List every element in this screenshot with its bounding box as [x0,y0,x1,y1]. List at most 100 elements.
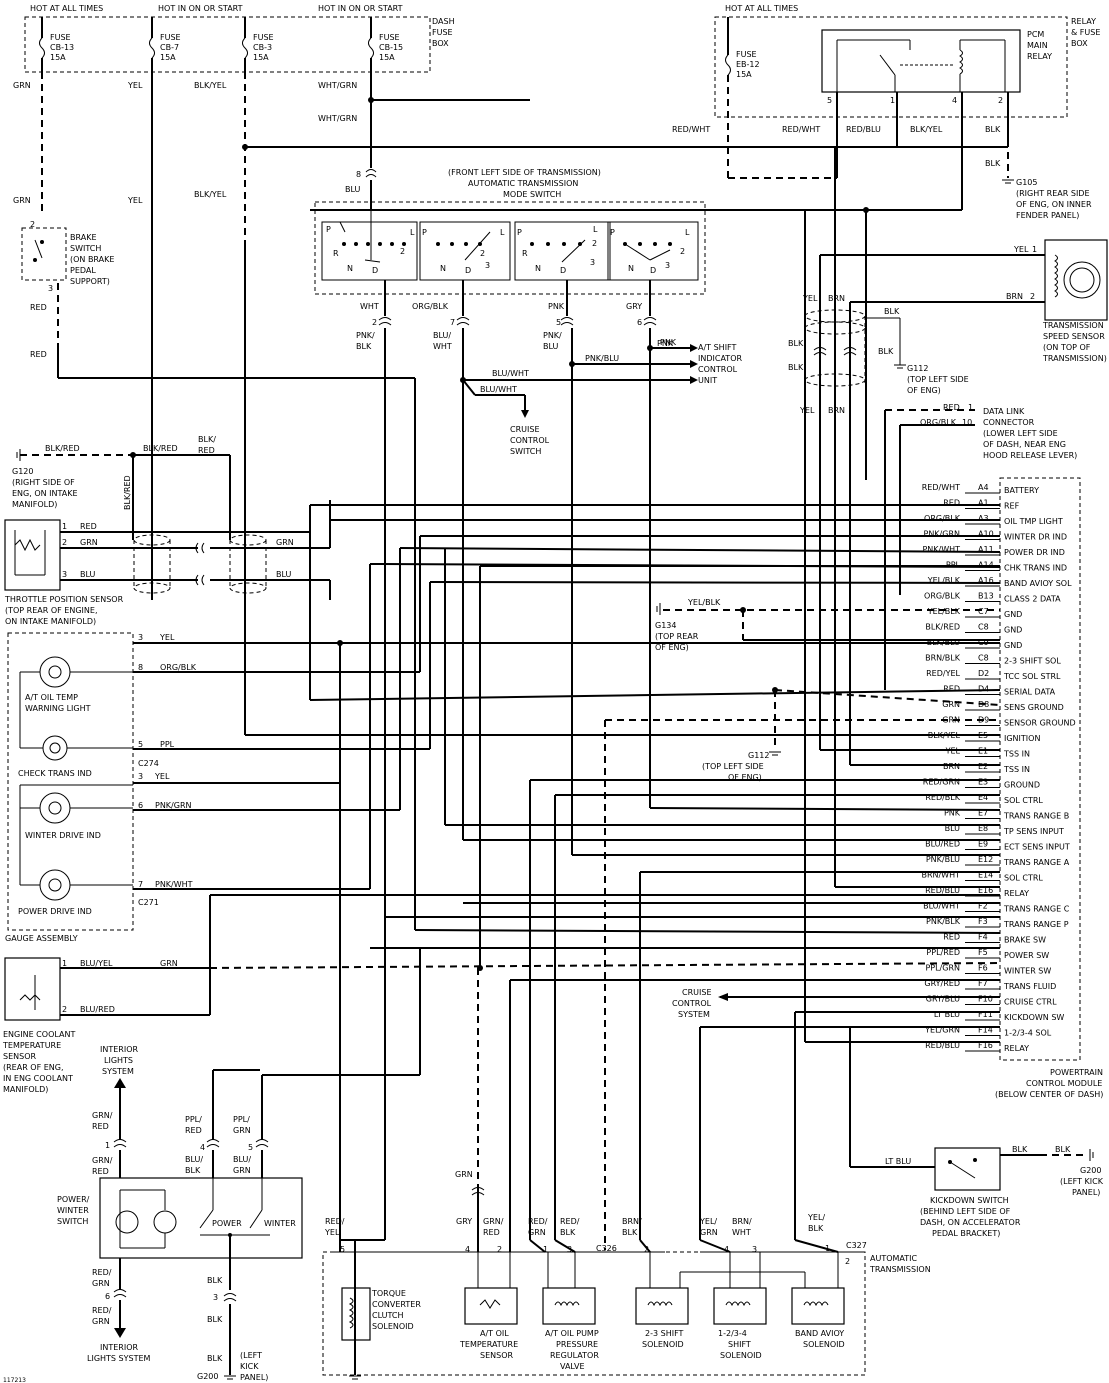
svg-text:(TOP LEFT SIDE: (TOP LEFT SIDE [702,762,764,771]
svg-text:N: N [535,264,541,273]
dash-fuse-box-line1: DASH [432,17,455,26]
mode-switch-section-1: P L R N D 2 [321,210,418,281]
pcm-pin-color: PNK [944,809,961,818]
svg-text:5: 5 [556,318,561,327]
svg-text:D: D [560,266,566,275]
dash-fuse-box-line2: FUSE [432,28,453,37]
svg-text:15A: 15A [50,53,66,62]
svg-text:RED: RED [483,1228,500,1237]
tss-blk-l1: BLK [788,339,804,348]
svg-text:BLK: BLK [808,1224,824,1233]
figure-code: 117213 [3,1377,26,1383]
throttle-position-sensor: THROTTLE POSITION SENSOR (TOP REAR OF EN… [4,519,124,626]
wire-red-2: RED [30,350,47,359]
tss-brn-bot: BRN [828,406,845,415]
svg-text:3: 3 [665,261,670,270]
svg-text:L: L [410,228,415,237]
svg-text:WINTER: WINTER [264,1219,296,1228]
svg-text:YEL/: YEL/ [699,1217,717,1226]
svg-text:BRAKE: BRAKE [70,233,97,242]
svg-text:SPEED SENSOR: SPEED SENSOR [1043,332,1105,341]
pcm-pin-color: RED [943,499,960,508]
svg-text:SWITCH: SWITCH [510,447,541,456]
svg-text:1: 1 [1032,245,1037,254]
mode-switch-title-3: MODE SWITCH [503,190,561,199]
at-grn-label: GRN [455,1170,473,1179]
svg-text:BOX: BOX [1071,39,1088,48]
wire-redwht-1: RED/WHT [672,125,710,134]
pcm-pin-name: WINTER DR IND [1004,533,1067,542]
pcm-pin-color: ORG/BLK [924,592,961,601]
svg-text:7: 7 [450,318,455,327]
svg-text:REGULATOR: REGULATOR [550,1351,599,1360]
svg-text:5: 5 [827,96,832,105]
c326-label: C326 [596,1244,617,1253]
svg-text:(RIGHT REAR SIDE: (RIGHT REAR SIDE [1016,189,1090,198]
pcm-pin-number: E3 [978,778,988,787]
pin-8-label: 8 [356,170,361,179]
svg-text:FUSE: FUSE [736,50,757,59]
svg-text:PRESSURE: PRESSURE [556,1340,598,1349]
pcm-pin-name: POWER SW [1004,951,1049,960]
svg-text:PNK: PNK [657,339,674,348]
svg-text:CRUISE: CRUISE [682,988,712,997]
svg-text:6: 6 [138,801,143,810]
pcm-pin-name: TRANS FLUID [1003,982,1056,991]
pcm-pin-color: ORG/BLK [924,514,961,523]
brake-switch: 2 3 BRAKE SWITCH (ON BRAKE PEDAL SUPPORT… [21,220,114,293]
gauge-wire-orgblk: ORG/BLK [160,663,197,672]
pcm-pin-name: ECT SENS INPUT [1004,843,1070,852]
svg-text:LIGHTS SYSTEM: LIGHTS SYSTEM [87,1354,151,1363]
svg-text:SUPPORT): SUPPORT) [70,277,110,286]
svg-text:2: 2 [372,318,377,327]
svg-text:G105: G105 [1016,178,1037,187]
pcm-pin-name: TP SENS INPUT [1003,827,1064,836]
svg-text:7: 7 [138,880,143,889]
svg-text:AUTOMATIC: AUTOMATIC [870,1254,918,1263]
pcm-pin-color: RED [943,933,960,942]
svg-text:CONTROL MODULE: CONTROL MODULE [1026,1079,1102,1088]
svg-text:LIGHTS: LIGHTS [104,1056,133,1065]
svg-text:(LEFT: (LEFT [240,1351,262,1360]
svg-text:BLK: BLK [185,1166,201,1175]
pcm-pin-name: RELAY [1004,889,1029,898]
svg-text:WINTER DRIVE IND: WINTER DRIVE IND [25,831,101,840]
svg-text:3: 3 [213,1293,218,1302]
pcm-pin-name: CLASS 2 DATA [1004,595,1061,604]
svg-text:1: 1 [890,96,895,105]
svg-text:RED: RED [92,1122,109,1131]
pcm-pin-number: F4 [978,933,988,942]
pcm-pin-color: YEL/GRN [924,1026,960,1035]
ground-g200-left: G200 (LEFT KICK PANEL) [197,1351,268,1382]
svg-text:2: 2 [680,247,685,256]
pcm-pin-name: RELAY [1004,1044,1029,1053]
pcm-pin-number: B13 [978,592,994,601]
svg-text:POWER/: POWER/ [57,1195,90,1204]
svg-text:HOOD RELEASE LEVER): HOOD RELEASE LEVER) [983,451,1077,460]
interior-lights-system-top: INTERIOR LIGHTS SYSTEM [100,1045,139,1076]
torque-converter-clutch-solenoid: TORQUE CONVERTER CLUTCH SOLENOID [341,1287,421,1341]
svg-text:CONNECTOR: CONNECTOR [983,418,1035,427]
svg-text:POWER: POWER [212,1219,242,1228]
check-trans-ind: CHECK TRANS IND [18,672,133,778]
svg-text:SOLENOID: SOLENOID [720,1351,762,1360]
svg-text:RED/: RED/ [325,1217,345,1226]
c271-label: C271 [138,898,159,907]
pcm-pin-name: TSS IN [1003,750,1030,759]
svg-text:2: 2 [30,220,35,229]
tss-yel-bot: YEL [799,406,815,415]
svg-text:SHIFT: SHIFT [728,1340,751,1349]
pcm-pin-name: CHK TRANS IND [1004,564,1067,573]
svg-text:CONTROL: CONTROL [698,365,738,374]
svg-text:PNK/: PNK/ [543,331,562,340]
svg-text:YEL/BLK: YEL/BLK [687,598,721,607]
